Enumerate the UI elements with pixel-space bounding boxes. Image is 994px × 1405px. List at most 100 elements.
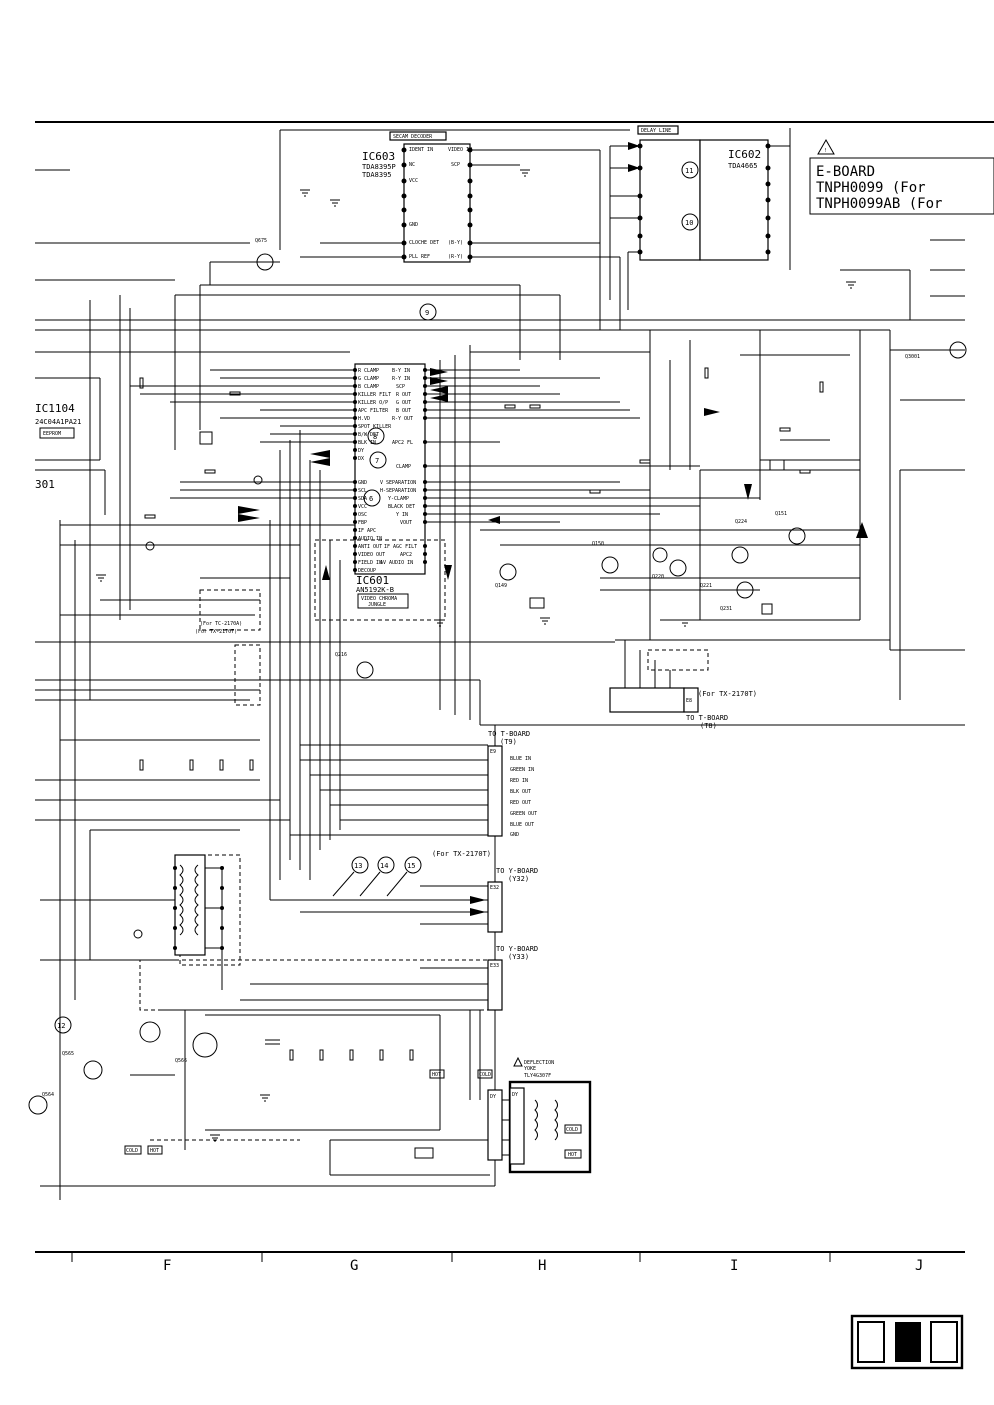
svg-text:(T9): (T9) [500,738,517,746]
svg-text:V SEPARATION: V SEPARATION [380,480,416,486]
transistor-q3001: Q3001 [905,341,967,360]
svg-text:BLK IN: BLK IN [358,440,376,446]
svg-text:VIDEO IN: VIDEO IN [448,147,472,153]
test-point-10: 10 [681,213,699,231]
grid-col-i: I [730,1258,738,1274]
warning-icon: ! [824,148,827,154]
svg-text:Q231: Q231 [720,606,732,612]
e9-variant-note: (For TX-2170T) [432,850,491,858]
svg-text:SECAM DECODER: SECAM DECODER [393,134,433,140]
board-line-1: TNPH0099 (For [816,180,926,196]
grid-col-g: G [350,1258,358,1274]
test-point-14: 14 [359,856,395,897]
svg-text:Q224: Q224 [735,519,747,525]
svg-text:H-SEPARATION: H-SEPARATION [380,488,416,494]
ic603-part-2: TDA8395 [362,171,392,179]
svg-text:Y-CLAMP: Y-CLAMP [388,496,409,502]
svg-text:ANTI OUT: ANTI OUT [358,544,382,550]
svg-text:10: 10 [685,219,693,227]
svg-text:SCP: SCP [451,162,460,168]
svg-text:R-Y IN: R-Y IN [392,376,410,382]
ground-tags: COLD HOT COLD HOT [124,1069,493,1155]
svg-text:HOT: HOT [432,1072,441,1078]
transistor-q151: Q151 [775,511,806,545]
svg-text:B-Y IN: B-Y IN [392,368,410,374]
svg-text:VOUT: VOUT [400,520,412,526]
connector-e33: TO Y-BOARD (Y33) E33 [487,945,538,1011]
svg-text:TO T-BOARD: TO T-BOARD [686,714,728,722]
svg-text:HOT: HOT [568,1152,577,1158]
svg-text:E33: E33 [490,963,499,969]
svg-text:FIELD IN: FIELD IN [358,560,382,566]
svg-text:EEPROM: EEPROM [43,431,61,437]
svg-text:AUDIO IN: AUDIO IN [358,536,382,542]
transistor-q216: Q216 [335,652,374,679]
svg-text:CLAMP: CLAMP [396,464,411,470]
svg-text:15: 15 [407,862,415,870]
svg-text:RED OUT: RED OUT [510,800,531,806]
ground-symbols [96,169,856,1142]
grid-col-j: J [915,1258,923,1274]
svg-text:HOT: HOT [150,1148,159,1154]
deflection-yoke: DY DY DEFLECTION YOKE TLY4G307F COLD HOT [487,1056,592,1174]
transistor-q566: Q566 [175,1032,218,1064]
svg-text:COLD: COLD [566,1127,578,1133]
passive-components [133,367,824,1159]
ic1301-ref: 301 [35,478,55,491]
ic602-block: DELAY LINE IC602 TDA4665 [610,125,791,270]
svg-text:E32: E32 [490,885,499,891]
svg-text:Q675: Q675 [255,238,267,244]
svg-text:R OUT: R OUT [396,392,411,398]
signal-arrows-right [322,142,868,580]
svg-text:(B-Y): (B-Y) [448,240,463,246]
wiring-network [35,146,965,1200]
svg-text:9: 9 [425,309,429,317]
svg-text:OSC: OSC [358,512,367,518]
svg-text:(T8): (T8) [700,722,717,730]
svg-text:Q566: Q566 [175,1058,187,1064]
yoke-part: TLY4G307F [524,1073,551,1079]
transistor-q224: Q224 [731,519,749,564]
transistor-q231: Q231 [720,581,754,612]
svg-text:Q564: Q564 [42,1092,54,1098]
svg-text:VCC: VCC [409,178,418,184]
board-line-2: TNPH0099AB (For [816,196,942,212]
svg-text:BLUE OUT: BLUE OUT [510,822,534,828]
page-frame [35,121,994,1262]
svg-text:APC2: APC2 [400,552,412,558]
svg-text:B CLAMP: B CLAMP [358,384,379,390]
transistor-q150: Q150 [592,541,619,574]
svg-text:DY: DY [358,448,364,454]
test-point-11: 11 [681,161,699,179]
svg-text:DX: DX [358,456,364,462]
svg-text:DY: DY [512,1092,518,1098]
ic1104-block: IC1104 24C04A1PA21 EEPROM [35,377,101,461]
svg-text:Q150: Q150 [592,541,604,547]
svg-text:CLOCHE DET: CLOCHE DET [409,240,439,246]
test-point-9: 9 [419,303,437,321]
svg-text:IF AGC FILT: IF AGC FILT [384,544,417,550]
svg-text:BLACK DET: BLACK DET [388,504,415,510]
svg-text:PLL REF: PLL REF [409,254,430,260]
svg-text:RED IN: RED IN [510,778,528,784]
svg-text:VCC: VCC [358,504,367,510]
svg-text:SDA: SDA [358,496,367,502]
svg-text:KILLER FILT: KILLER FILT [358,392,391,398]
svg-text:COLD: COLD [126,1148,138,1154]
svg-text:Q3001: Q3001 [905,354,920,360]
svg-text:H.VD: H.VD [358,416,370,422]
grid-column-labels: F G H I J [163,1258,923,1274]
svg-text:(Y32): (Y32) [508,875,529,883]
svg-text:SCL: SCL [358,488,367,494]
grid-col-f: F [163,1258,171,1274]
page-position-marker [850,1314,964,1370]
svg-text:Y IN: Y IN [396,512,408,518]
ic603-part-1: TDA8395P [362,163,396,171]
test-point-15: 15 [386,856,422,897]
svg-text:VIDEO CHROMA: VIDEO CHROMA [361,596,397,602]
ic601-ref: IC601 [356,574,389,587]
ic601-part: AN5192K-B [356,586,394,594]
svg-text:GREEN IN: GREEN IN [510,767,534,773]
svg-text:JUNGLE: JUNGLE [368,602,386,608]
svg-text:8: 8 [373,433,377,441]
